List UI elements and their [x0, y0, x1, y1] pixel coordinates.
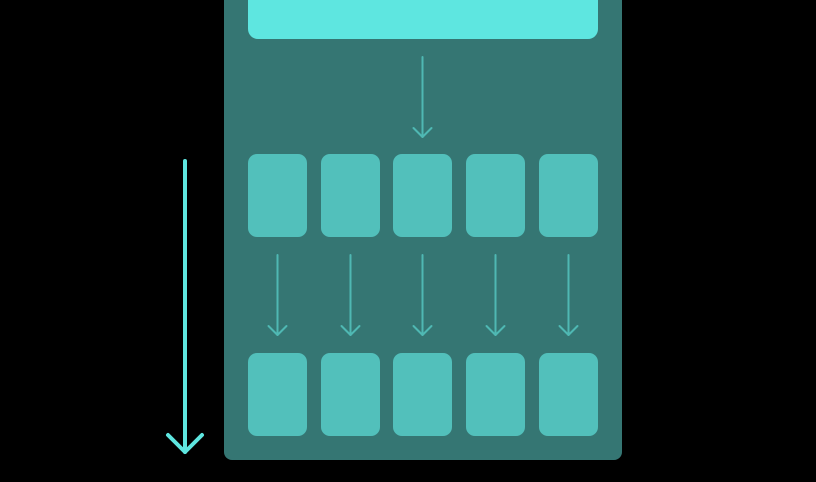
block-row2-col2	[321, 353, 380, 436]
arrow-head	[267, 325, 288, 336]
block-row2-col1	[248, 353, 307, 436]
arrow-head	[412, 127, 433, 138]
block-row1-col3	[393, 154, 452, 237]
arrow-col5	[558, 254, 579, 336]
arrow-col2	[340, 254, 361, 336]
block-row1-col1	[248, 154, 307, 237]
block-row1-col2	[321, 154, 380, 237]
arrow-col3	[412, 254, 433, 336]
side-arrow	[166, 159, 204, 454]
block-row2-col4	[466, 353, 525, 436]
block-row2-col5	[539, 353, 598, 436]
arrow-head	[412, 325, 433, 336]
block-row1-col4	[466, 154, 525, 237]
arrow-col1	[267, 254, 288, 336]
arrow-head	[166, 433, 204, 454]
block-row1-col5	[539, 154, 598, 237]
block-row2-col3	[393, 353, 452, 436]
diagram-marks	[248, 56, 598, 436]
arrow-head	[558, 325, 579, 336]
arrow-head	[485, 325, 506, 336]
arrow-top-to-row1	[412, 56, 433, 138]
down-arrow-icon	[166, 159, 204, 454]
source-bar	[248, 0, 598, 39]
arrow-col4	[485, 254, 506, 336]
arrow-head	[340, 325, 361, 336]
